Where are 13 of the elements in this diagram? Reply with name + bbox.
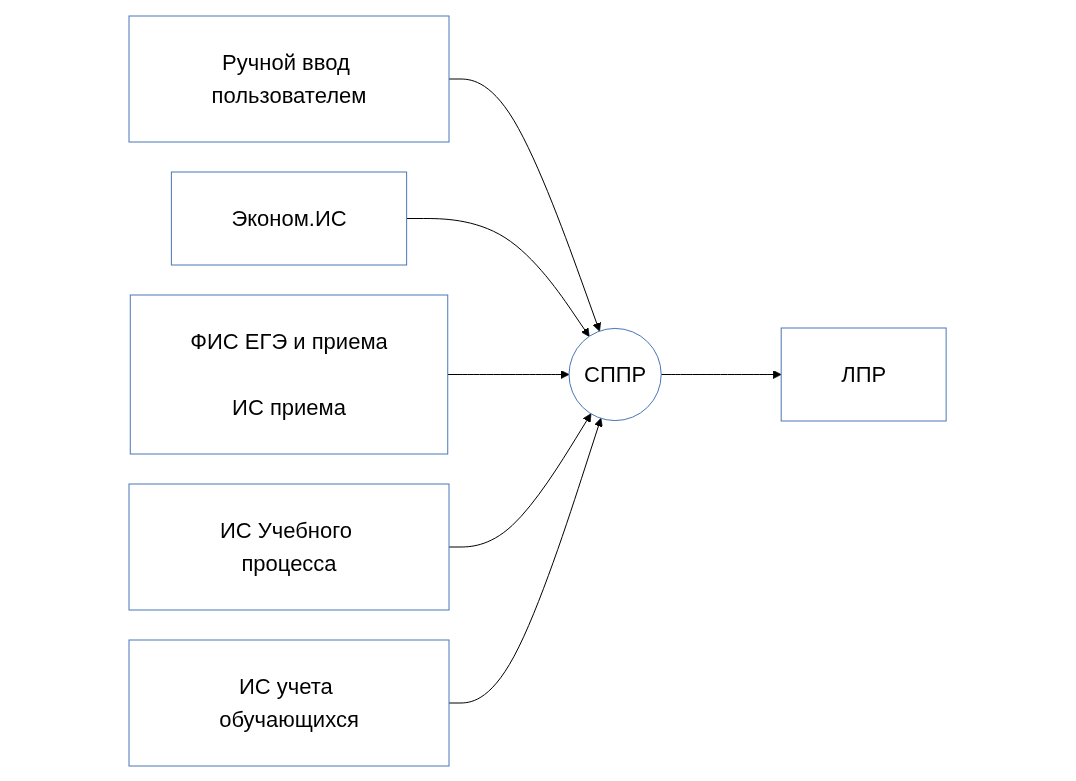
node-circle: СППР — [568, 327, 663, 421]
arrow — [406, 217, 590, 337]
node-box: ИС учета обучающихся — [128, 639, 450, 766]
arrow — [448, 417, 604, 703]
arrow — [447, 369, 570, 379]
node-box: Ручной ввод пользователем — [128, 15, 450, 142]
node-box: ЛПР — [781, 327, 948, 421]
node-box: Эконом.ИС — [171, 171, 408, 265]
arrow — [448, 412, 592, 547]
arrow — [661, 369, 783, 379]
arrow — [448, 78, 602, 331]
node-box: ИС Учебного процесса — [128, 483, 450, 610]
node-box: ФИС ЕГЭ и приема ИС приема — [130, 294, 449, 454]
